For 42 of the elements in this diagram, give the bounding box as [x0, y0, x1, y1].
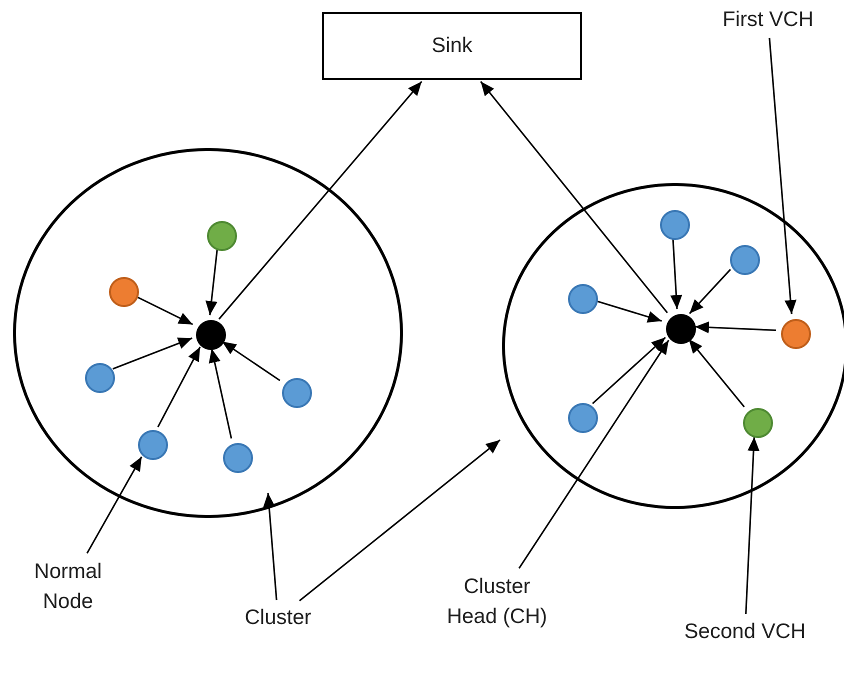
- arrow: [86, 456, 142, 554]
- callout-label: Second VCH: [670, 616, 820, 648]
- callout-label: Cluster Head (CH): [442, 570, 552, 634]
- arrow: [518, 340, 670, 569]
- cluster-head-dot: [666, 314, 696, 344]
- arrow: [688, 338, 745, 408]
- arrow: [299, 439, 500, 602]
- sensor-node-dot: [730, 245, 760, 275]
- sensor-node-dot: [568, 284, 598, 314]
- arrow: [480, 81, 668, 314]
- arrow: [670, 238, 682, 310]
- callout-label: Cluster: [228, 602, 328, 634]
- sensor-node-dot: [109, 277, 139, 307]
- cluster-circle: [13, 148, 403, 518]
- arrow: [694, 321, 776, 334]
- sink-box: Sink: [322, 12, 582, 80]
- sensor-node-dot: [138, 430, 168, 460]
- cluster-circle: [502, 183, 844, 509]
- arrow: [688, 268, 732, 314]
- arrow: [136, 296, 194, 326]
- sensor-node-dot: [660, 210, 690, 240]
- sensor-node-dot: [282, 378, 312, 408]
- arrow: [263, 492, 278, 600]
- sensor-node-dot: [223, 443, 253, 473]
- arrow: [112, 337, 192, 370]
- arrow: [157, 346, 201, 428]
- cluster-head-dot: [196, 320, 226, 350]
- arrow: [222, 340, 280, 382]
- callout-label: First VCH: [703, 4, 833, 36]
- arrow: [592, 336, 666, 404]
- sensor-node-dot: [781, 319, 811, 349]
- arrow: [205, 250, 218, 316]
- arrow: [218, 81, 422, 320]
- arrow: [745, 436, 760, 614]
- sensor-node-dot: [568, 403, 598, 433]
- arrow: [768, 38, 796, 314]
- sensor-node-dot: [743, 408, 773, 438]
- arrow: [596, 300, 662, 323]
- sensor-node-dot: [85, 363, 115, 393]
- arrow: [208, 348, 232, 439]
- sensor-node-dot: [207, 221, 237, 251]
- callout-label: Normal Node: [18, 555, 118, 619]
